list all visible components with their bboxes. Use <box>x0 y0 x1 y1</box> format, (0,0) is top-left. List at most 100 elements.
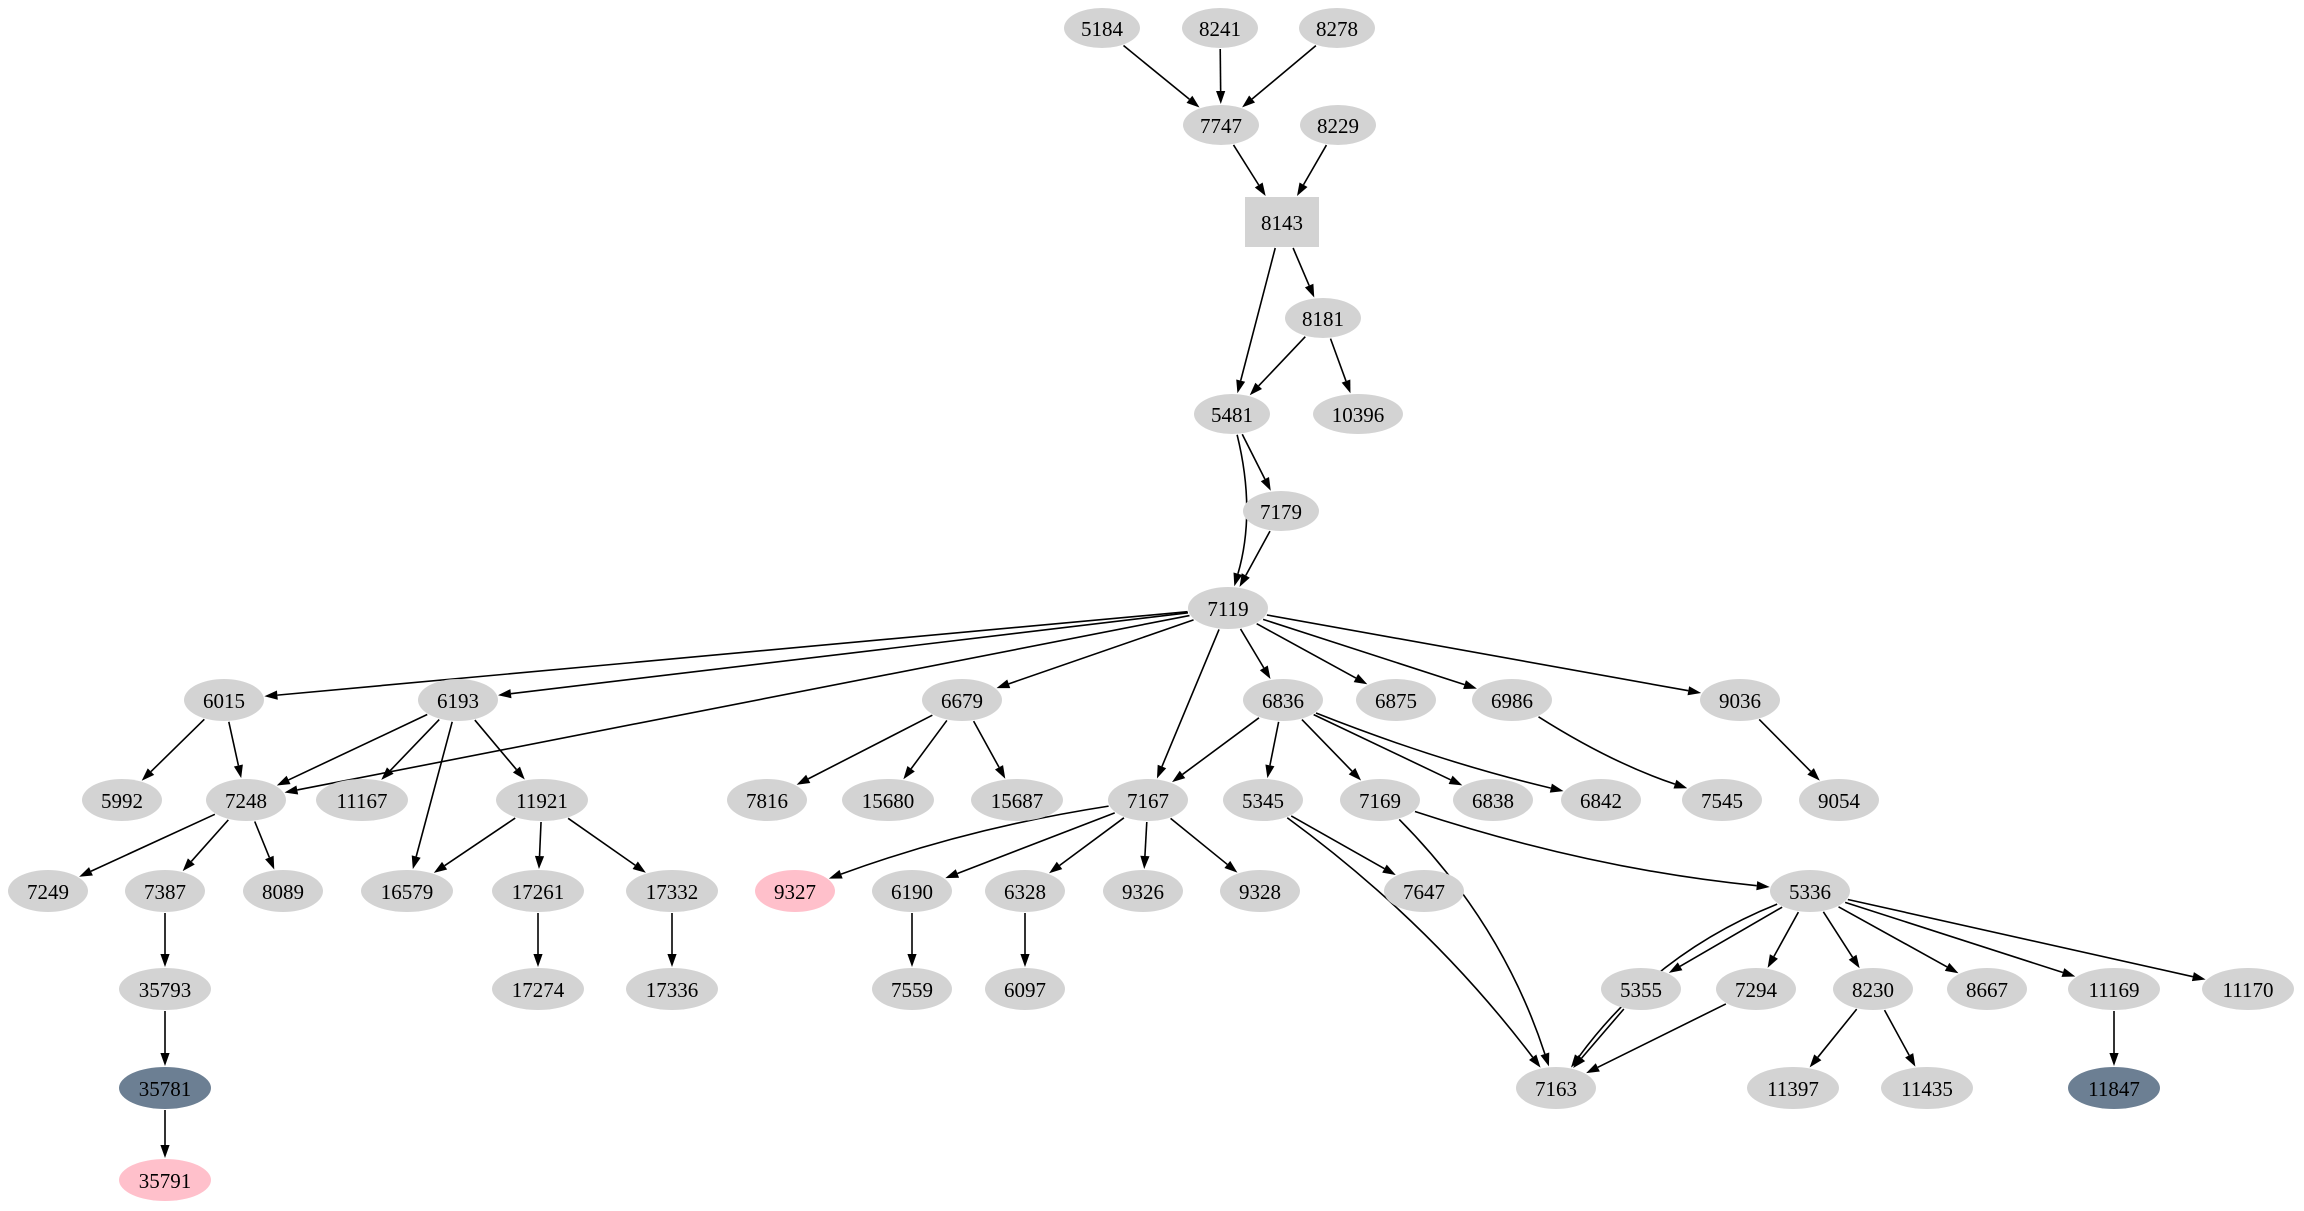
graph-node-7179[interactable]: 7179 <box>1243 491 1319 531</box>
graph-node-6679[interactable]: 6679 <box>922 679 1002 721</box>
node-ellipse-16579[interactable] <box>361 870 453 912</box>
node-ellipse-6679[interactable] <box>922 679 1002 721</box>
graph-node-6838[interactable]: 6838 <box>1453 779 1533 821</box>
graph-node-6190[interactable]: 6190 <box>872 870 952 912</box>
node-ellipse-5481[interactable] <box>1194 394 1270 434</box>
graph-node-9036[interactable]: 9036 <box>1700 679 1780 721</box>
graph-node-11169[interactable]: 11169 <box>2068 968 2160 1010</box>
graph-node-11921[interactable]: 11921 <box>496 779 588 821</box>
node-ellipse-7747[interactable] <box>1183 105 1259 145</box>
node-ellipse-10396[interactable] <box>1313 394 1403 434</box>
graph-node-8241[interactable]: 8241 <box>1182 8 1258 48</box>
node-ellipse-7545[interactable] <box>1682 779 1762 821</box>
graph-node-7248[interactable]: 7248 <box>206 779 286 821</box>
graph-node-7816[interactable]: 7816 <box>727 779 807 821</box>
graph-node-35781[interactable]: 35781 <box>119 1067 211 1109</box>
node-ellipse-8230[interactable] <box>1833 968 1913 1010</box>
node-ellipse-17274[interactable] <box>492 968 584 1010</box>
node-ellipse-9036[interactable] <box>1700 679 1780 721</box>
node-ellipse-7647[interactable] <box>1384 870 1464 912</box>
node-ellipse-6328[interactable] <box>985 870 1065 912</box>
node-ellipse-7249[interactable] <box>8 870 88 912</box>
node-ellipse-6015[interactable] <box>184 679 264 721</box>
graph-node-7747[interactable]: 7747 <box>1183 105 1259 145</box>
graph-node-6328[interactable]: 6328 <box>985 870 1065 912</box>
graph-node-9328[interactable]: 9328 <box>1220 870 1300 912</box>
graph-node-11847[interactable]: 11847 <box>2068 1067 2160 1109</box>
graph-node-6193[interactable]: 6193 <box>418 679 498 721</box>
node-ellipse-6875[interactable] <box>1356 679 1436 721</box>
node-ellipse-7167[interactable] <box>1108 779 1188 821</box>
graph-node-7119[interactable]: 7119 <box>1188 587 1268 629</box>
node-ellipse-5355[interactable] <box>1601 968 1681 1010</box>
node-ellipse-9327[interactable] <box>755 870 835 912</box>
graph-node-9327[interactable]: 9327 <box>755 870 835 912</box>
node-ellipse-11921[interactable] <box>496 779 588 821</box>
node-ellipse-11435[interactable] <box>1881 1067 1973 1109</box>
node-ellipse-5345[interactable] <box>1223 779 1303 821</box>
graph-node-7559[interactable]: 7559 <box>872 968 952 1010</box>
graph-node-7249[interactable]: 7249 <box>8 870 88 912</box>
node-ellipse-6190[interactable] <box>872 870 952 912</box>
graph-node-7169[interactable]: 7169 <box>1340 779 1420 821</box>
node-ellipse-7179[interactable] <box>1243 491 1319 531</box>
graph-node-6097[interactable]: 6097 <box>985 968 1065 1010</box>
node-ellipse-7294[interactable] <box>1716 968 1796 1010</box>
graph-node-11435[interactable]: 11435 <box>1881 1067 1973 1109</box>
node-ellipse-8667[interactable] <box>1947 968 2027 1010</box>
graph-node-10396[interactable]: 10396 <box>1313 394 1403 434</box>
graph-node-35791[interactable]: 35791 <box>119 1159 211 1201</box>
graph-node-7545[interactable]: 7545 <box>1682 779 1762 821</box>
node-ellipse-8089[interactable] <box>243 870 323 912</box>
node-ellipse-17261[interactable] <box>492 870 584 912</box>
graph-node-8667[interactable]: 8667 <box>1947 968 2027 1010</box>
node-ellipse-7816[interactable] <box>727 779 807 821</box>
graph-node-5345[interactable]: 5345 <box>1223 779 1303 821</box>
node-ellipse-17332[interactable] <box>626 870 718 912</box>
graph-node-35793[interactable]: 35793 <box>119 968 211 1010</box>
graph-node-5184[interactable]: 5184 <box>1064 8 1140 48</box>
node-ellipse-17336[interactable] <box>626 968 718 1010</box>
graph-node-8181[interactable]: 8181 <box>1285 298 1361 338</box>
node-ellipse-8181[interactable] <box>1285 298 1361 338</box>
graph-node-17336[interactable]: 17336 <box>626 968 718 1010</box>
graph-node-8230[interactable]: 8230 <box>1833 968 1913 1010</box>
node-ellipse-9328[interactable] <box>1220 870 1300 912</box>
node-ellipse-35781[interactable] <box>119 1067 211 1109</box>
graph-node-5481[interactable]: 5481 <box>1194 394 1270 434</box>
node-ellipse-11170[interactable] <box>2202 968 2294 1010</box>
node-ellipse-11847[interactable] <box>2068 1067 2160 1109</box>
graph-node-5992[interactable]: 5992 <box>82 779 162 821</box>
node-ellipse-7163[interactable] <box>1516 1067 1596 1109</box>
graph-node-6986[interactable]: 6986 <box>1472 679 1552 721</box>
node-ellipse-7387[interactable] <box>125 870 205 912</box>
graph-node-7294[interactable]: 7294 <box>1716 968 1796 1010</box>
graph-node-8089[interactable]: 8089 <box>243 870 323 912</box>
node-ellipse-5992[interactable] <box>82 779 162 821</box>
node-ellipse-6097[interactable] <box>985 968 1065 1010</box>
node-ellipse-11169[interactable] <box>2068 968 2160 1010</box>
graph-node-5355[interactable]: 5355 <box>1601 968 1681 1010</box>
graph-node-8278[interactable]: 8278 <box>1299 8 1375 48</box>
graph-node-15680[interactable]: 15680 <box>842 779 934 821</box>
node-ellipse-6836[interactable] <box>1243 679 1323 721</box>
graph-node-11397[interactable]: 11397 <box>1747 1067 1839 1109</box>
node-ellipse-9054[interactable] <box>1799 779 1879 821</box>
graph-node-6836[interactable]: 6836 <box>1243 679 1323 721</box>
node-box-8143[interactable] <box>1245 197 1319 247</box>
node-ellipse-6842[interactable] <box>1561 779 1641 821</box>
graph-node-6015[interactable]: 6015 <box>184 679 264 721</box>
node-ellipse-5184[interactable] <box>1064 8 1140 48</box>
graph-node-7163[interactable]: 7163 <box>1516 1067 1596 1109</box>
node-ellipse-7248[interactable] <box>206 779 286 821</box>
graph-node-6842[interactable]: 6842 <box>1561 779 1641 821</box>
graph-node-11167[interactable]: 11167 <box>316 779 408 821</box>
node-ellipse-5336[interactable] <box>1770 870 1850 912</box>
node-ellipse-8229[interactable] <box>1300 105 1376 145</box>
graph-node-7387[interactable]: 7387 <box>125 870 205 912</box>
node-ellipse-11397[interactable] <box>1747 1067 1839 1109</box>
graph-node-17261[interactable]: 17261 <box>492 870 584 912</box>
graph-node-15687[interactable]: 15687 <box>971 779 1063 821</box>
node-ellipse-8278[interactable] <box>1299 8 1375 48</box>
graph-node-11170[interactable]: 11170 <box>2202 968 2294 1010</box>
